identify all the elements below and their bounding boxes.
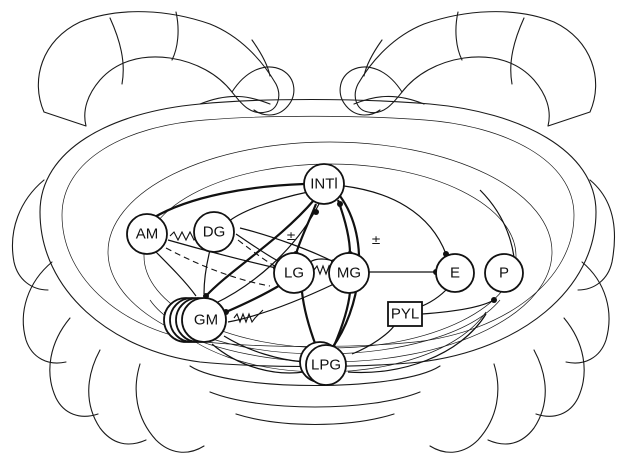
left-claw-finger: [231, 66, 295, 116]
neuron-am: AM: [126, 213, 168, 255]
neuron-p: P: [484, 253, 524, 293]
conn-gm-lpg-2: [211, 343, 305, 374]
neuron-gm-label: GM: [194, 312, 218, 329]
right-claw: [354, 11, 597, 127]
synapse-dot: [491, 297, 497, 303]
left-claw-joint: [109, 11, 271, 85]
conn-gm-lpg: [223, 335, 305, 363]
neuron-dg: DG: [193, 211, 235, 253]
right-claw-finger: [339, 66, 403, 116]
right-leg-1: [577, 179, 615, 291]
sign-mg: ±: [371, 233, 381, 247]
neuron-lg: LG: [273, 252, 315, 294]
neuron-lpg: LPG: [299, 341, 347, 386]
frontal-margin: [199, 95, 425, 105]
neuron-pyl-label: PYL: [391, 306, 419, 323]
conn-am-lg: [167, 239, 277, 269]
neuron-lg-label: LG: [284, 265, 304, 282]
neuron-pyl: PYL: [387, 301, 423, 327]
conn-am-lpg-dash: [165, 247, 271, 287]
left-leg-1: [11, 179, 49, 291]
conn-lpg-pyl: [351, 325, 395, 355]
neuron-int1: INTl: [303, 163, 345, 205]
right-leg-5: [429, 363, 499, 453]
neuron-mg: MG: [328, 252, 370, 294]
left-leg-2: [22, 261, 67, 364]
conn-dg-lg-dash: [237, 239, 283, 271]
neuron-am-label: AM: [136, 226, 159, 243]
conn-dg-lg: [235, 233, 281, 263]
neuron-int1-label: INTl: [310, 176, 338, 193]
carapace-outline: [39, 98, 597, 368]
neuron-e-label: E: [450, 265, 460, 282]
crab-outline: [11, 11, 615, 453]
neuron-p-label: P: [499, 265, 509, 282]
conn-lg-lpg: [300, 291, 318, 347]
synapse-dot: [313, 209, 319, 215]
neuron-gm: GM: [163, 297, 227, 343]
conn-mg-lpg: [332, 291, 352, 347]
gap-junction-gm-lg: [233, 309, 264, 324]
neuron-dg-label: DG: [203, 224, 226, 241]
left-leg-5: [135, 363, 205, 453]
neuron-e: E: [435, 253, 475, 293]
left-leg-4: [88, 349, 147, 445]
conn-lpg-loop: [347, 313, 487, 374]
conn-dg-mg: [239, 227, 335, 263]
synapse-dot: [337, 201, 343, 207]
neurons: INTl AM DG LG MG E P: [126, 163, 524, 386]
conn-dg-gm: [203, 249, 211, 295]
sign-annotations: ± ±: [286, 229, 381, 247]
gap-junction-am-dg: [169, 230, 199, 242]
neuron-lpg-label: LPG: [311, 357, 341, 374]
right-leg-2: [565, 261, 610, 364]
right-leg-4: [487, 349, 546, 445]
conn-int1-dg: [227, 191, 309, 223]
right-leg-3: [535, 317, 585, 417]
right-claw-joint: [363, 11, 525, 85]
conn-lg-gm: [225, 283, 283, 314]
abdomen: [189, 365, 441, 425]
neuron-mg-label: MG: [337, 265, 361, 282]
conn-mg-gm: [227, 283, 335, 323]
left-claw: [37, 11, 280, 127]
conn-am-gm: [151, 247, 197, 297]
sign-lg: ±: [286, 229, 296, 243]
conn-int1-lg: [294, 203, 318, 255]
conn-int1-e: [343, 185, 447, 255]
conn-pyl-p: [421, 299, 495, 315]
conn-int1-am: [152, 182, 305, 219]
left-leg-3: [49, 317, 99, 417]
